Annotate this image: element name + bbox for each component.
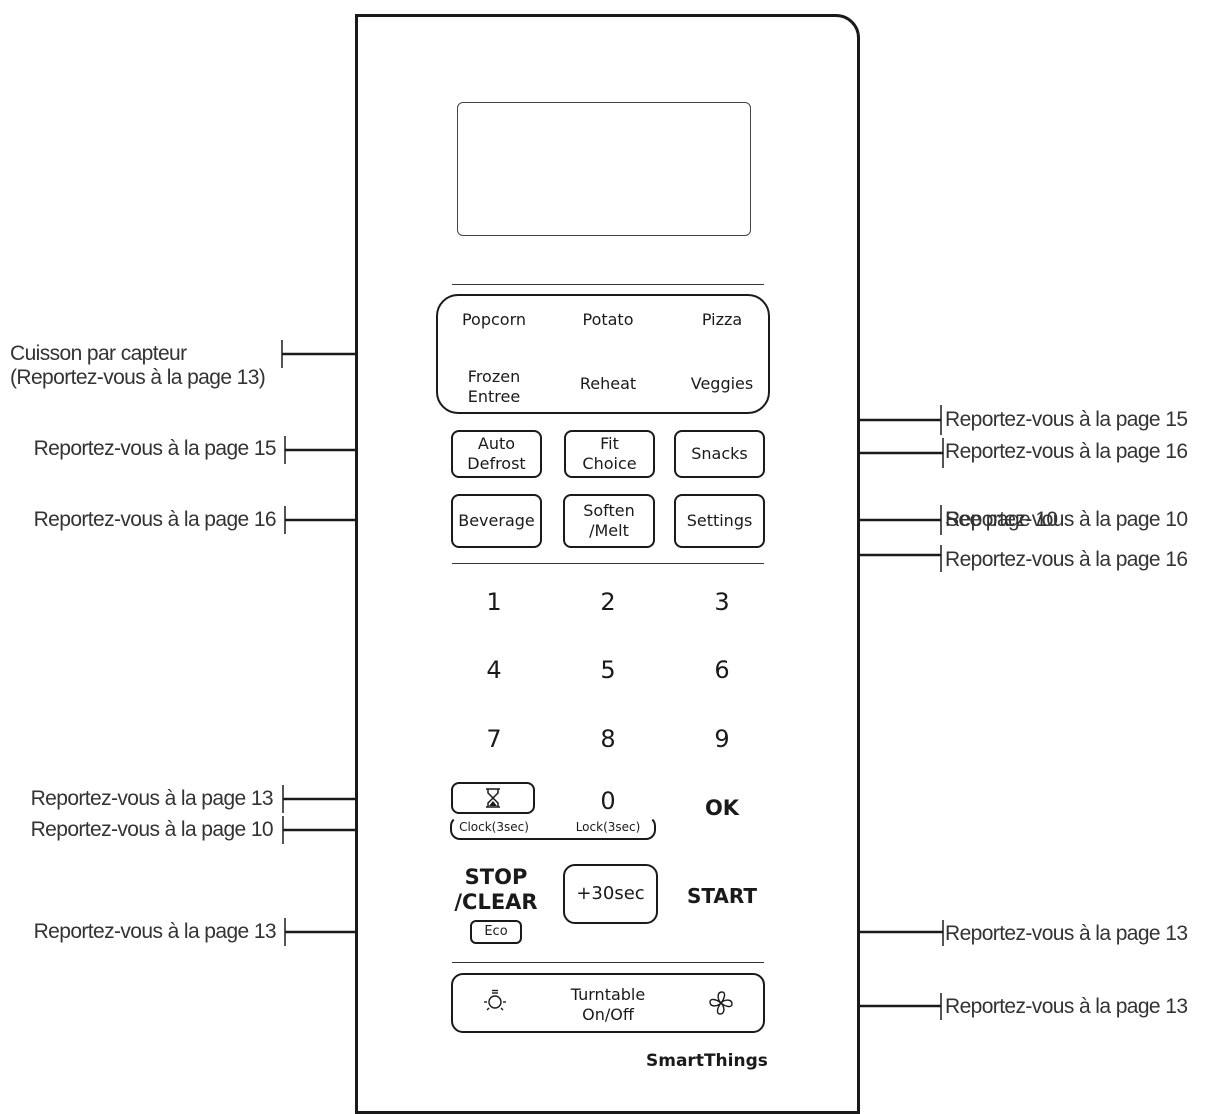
annotation-sensor-cook: Cuisson par capteur (Reportez-vous à la … [10,342,266,389]
annotation-settings-overlay: See page 10 [945,508,1058,531]
annotation-plus30: Reportez-vous à la page 13 [945,922,1188,945]
bottom-key-group [451,973,765,1033]
lock-sublabel: Lock(3sec) [575,820,641,834]
number-5-key[interactable]: 5 [600,656,616,684]
timer-button[interactable] [451,782,535,814]
number-6-key[interactable]: 6 [714,656,730,684]
clock-sublabel: Clock(3sec) [459,820,529,834]
potato-key[interactable]: Potato [582,310,634,329]
number-4-key[interactable]: 4 [486,656,502,684]
soften-melt-button[interactable]: Soften /Melt [563,494,655,548]
veggies-key[interactable]: Veggies [690,374,754,393]
number-7-key[interactable]: 7 [486,725,502,753]
plus-30-sec-button[interactable]: +30sec [563,864,658,924]
number-3-key[interactable]: 3 [714,588,730,616]
auto-defrost-button[interactable]: Auto Defrost [451,430,542,478]
stop-clear-button[interactable]: STOP /CLEAR [454,865,538,914]
annotation-snacks: Reportez-vous à la page 16 [945,440,1188,463]
light-button[interactable] [482,988,508,1020]
eco-button[interactable]: Eco [470,920,522,944]
fan-icon [709,991,733,1015]
divider-middle [452,563,764,564]
frozen-entree-key[interactable]: Frozen Entree [467,367,521,406]
divider-top [452,284,764,285]
snacks-button[interactable]: Snacks [674,430,765,478]
start-button[interactable]: START [686,884,758,908]
display-window [457,102,751,236]
sensor-cook-key-group [436,294,770,414]
annotation-eco: Reportez-vous à la page 13 [33,920,277,943]
annotation-beverage: Reportez-vous à la page 16 [33,508,277,531]
number-0-key[interactable]: 0 [600,787,616,815]
turntable-button[interactable]: Turntable On/Off [570,985,646,1024]
hourglass-icon [486,788,500,808]
fit-choice-button[interactable]: Fit Choice [564,430,655,478]
annotation-auto-defrost: Reportez-vous à la page 15 [33,437,277,460]
divider-bottom [452,962,764,963]
control-panel [355,14,860,1114]
annotation-fit-choice: Reportez-vous à la page 15 [945,408,1188,431]
number-1-key[interactable]: 1 [486,588,502,616]
light-bulb-icon [484,989,506,1011]
reheat-key[interactable]: Reheat [579,374,637,393]
fan-button[interactable] [707,989,735,1021]
annotation-clock: Reportez-vous à la page 10 [30,818,274,841]
number-2-key[interactable]: 2 [600,588,616,616]
smartthings-logo: SmartThings [646,1051,768,1071]
beverage-button[interactable]: Beverage [451,494,542,548]
annotation-settings: Reportez-vous à la page 10 [945,508,1188,531]
popcorn-key[interactable]: Popcorn [461,310,527,329]
ok-key[interactable]: OK [704,796,740,820]
pizza-key[interactable]: Pizza [701,310,743,329]
annotation-turntable: Reportez-vous à la page 13 [945,995,1188,1018]
settings-button[interactable]: Settings [674,494,765,548]
number-9-key[interactable]: 9 [714,725,730,753]
annotation-soften-melt: Reportez-vous à la page 16 [945,548,1188,571]
clock-lock-bracket [450,816,656,840]
annotation-timer: Reportez-vous à la page 13 [30,787,274,810]
number-8-key[interactable]: 8 [600,725,616,753]
